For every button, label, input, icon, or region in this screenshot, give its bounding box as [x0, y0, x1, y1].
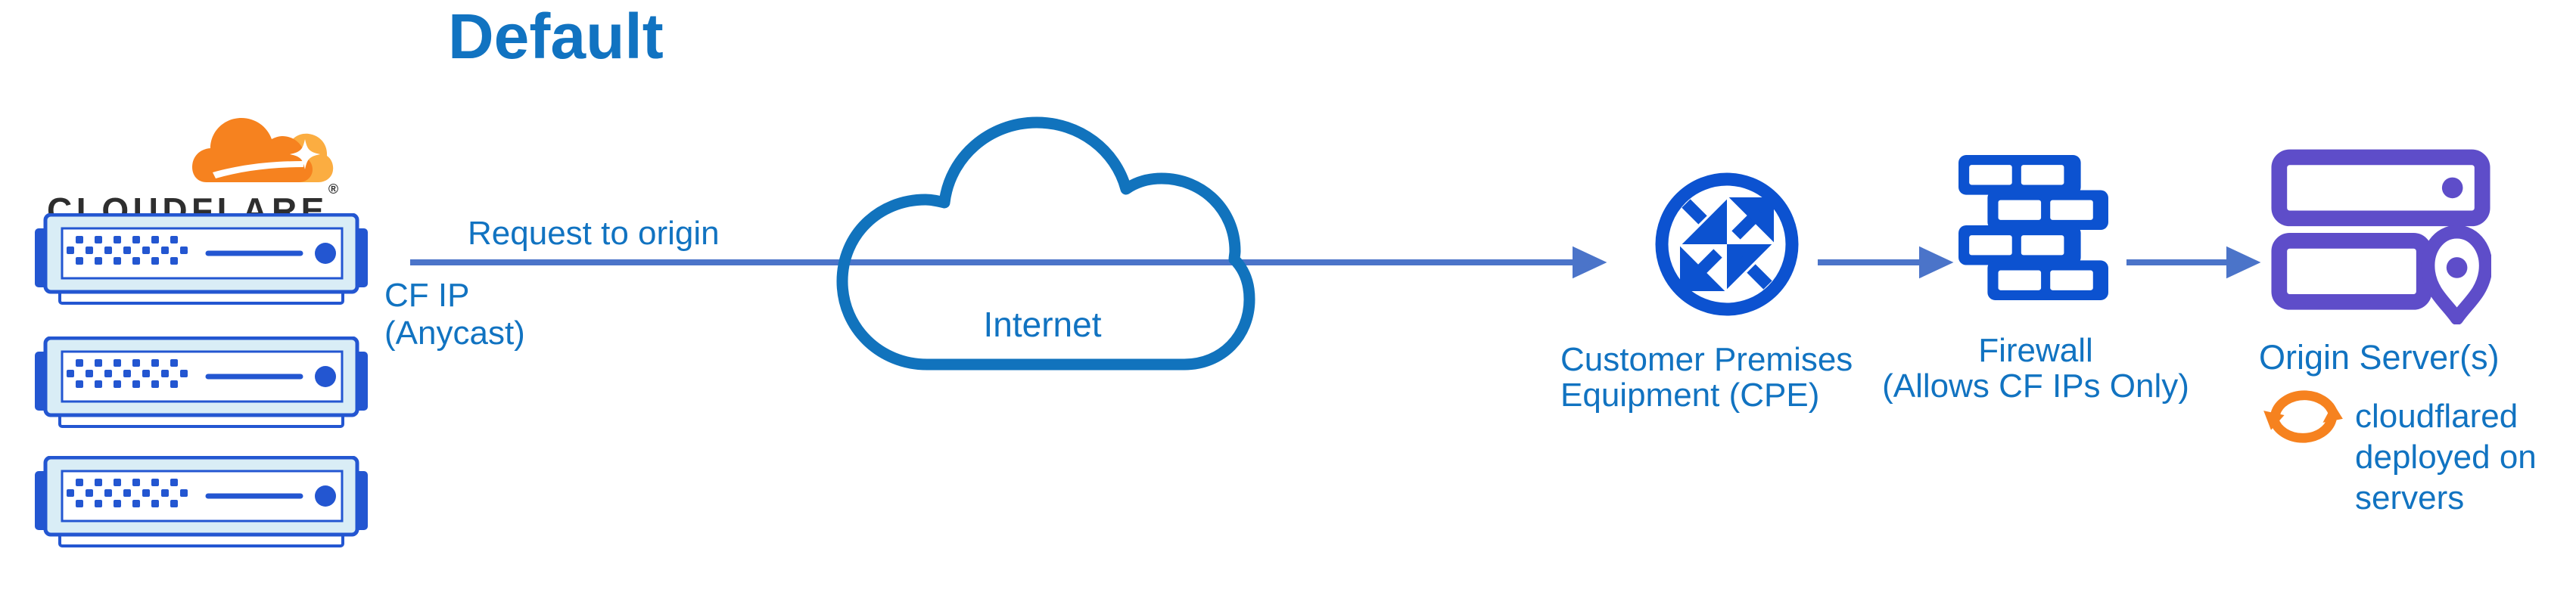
firewall-icon	[1958, 155, 2108, 300]
cf-ip-line1: CF IP	[384, 277, 470, 314]
cpe-router-icon	[1655, 172, 1799, 316]
page-title: Default	[448, 1, 664, 72]
internet-label: Internet	[983, 305, 1102, 344]
request-to-origin-label: Request to origin	[468, 215, 720, 252]
server-rack-icon	[35, 336, 368, 428]
cloudflared-note-line1: cloudflared	[2355, 398, 2518, 435]
registered-mark: ®	[328, 181, 339, 197]
internet-cloud-icon	[836, 116, 1255, 371]
cf-ip-line2: (Anycast)	[384, 315, 525, 352]
cpe-label-line1: Customer Premises	[1560, 341, 1853, 378]
firewall-label-line1: Firewall	[1978, 332, 2093, 369]
cloudflared-note-line2: deployed on	[2355, 439, 2537, 476]
server-rack-icon	[35, 213, 368, 305]
arrowhead-icon	[2226, 246, 2261, 279]
origin-servers-icon	[2271, 149, 2491, 324]
cf-ip-label: CF IP (Anycast)	[384, 277, 525, 352]
cpe-label: Customer Premises Equipment (CPE)	[1560, 342, 1853, 413]
cloudflared-note: cloudflared deployed on servers	[2355, 396, 2537, 519]
cloudflared-note-line3: servers	[2355, 479, 2465, 516]
arrowhead-icon	[1919, 246, 1954, 279]
firewall-label: Firewall (Allows CF IPs Only)	[1854, 333, 2217, 404]
firewall-label-line2: (Allows CF IPs Only)	[1882, 367, 2189, 405]
cloudflare-logo-icon	[192, 118, 334, 182]
arrowhead-icon	[1573, 246, 1607, 279]
cpe-label-line2: Equipment (CPE)	[1560, 377, 1820, 414]
server-rack-icon	[35, 456, 368, 547]
origin-label: Origin Server(s)	[2259, 338, 2500, 377]
sync-icon	[2263, 390, 2343, 443]
